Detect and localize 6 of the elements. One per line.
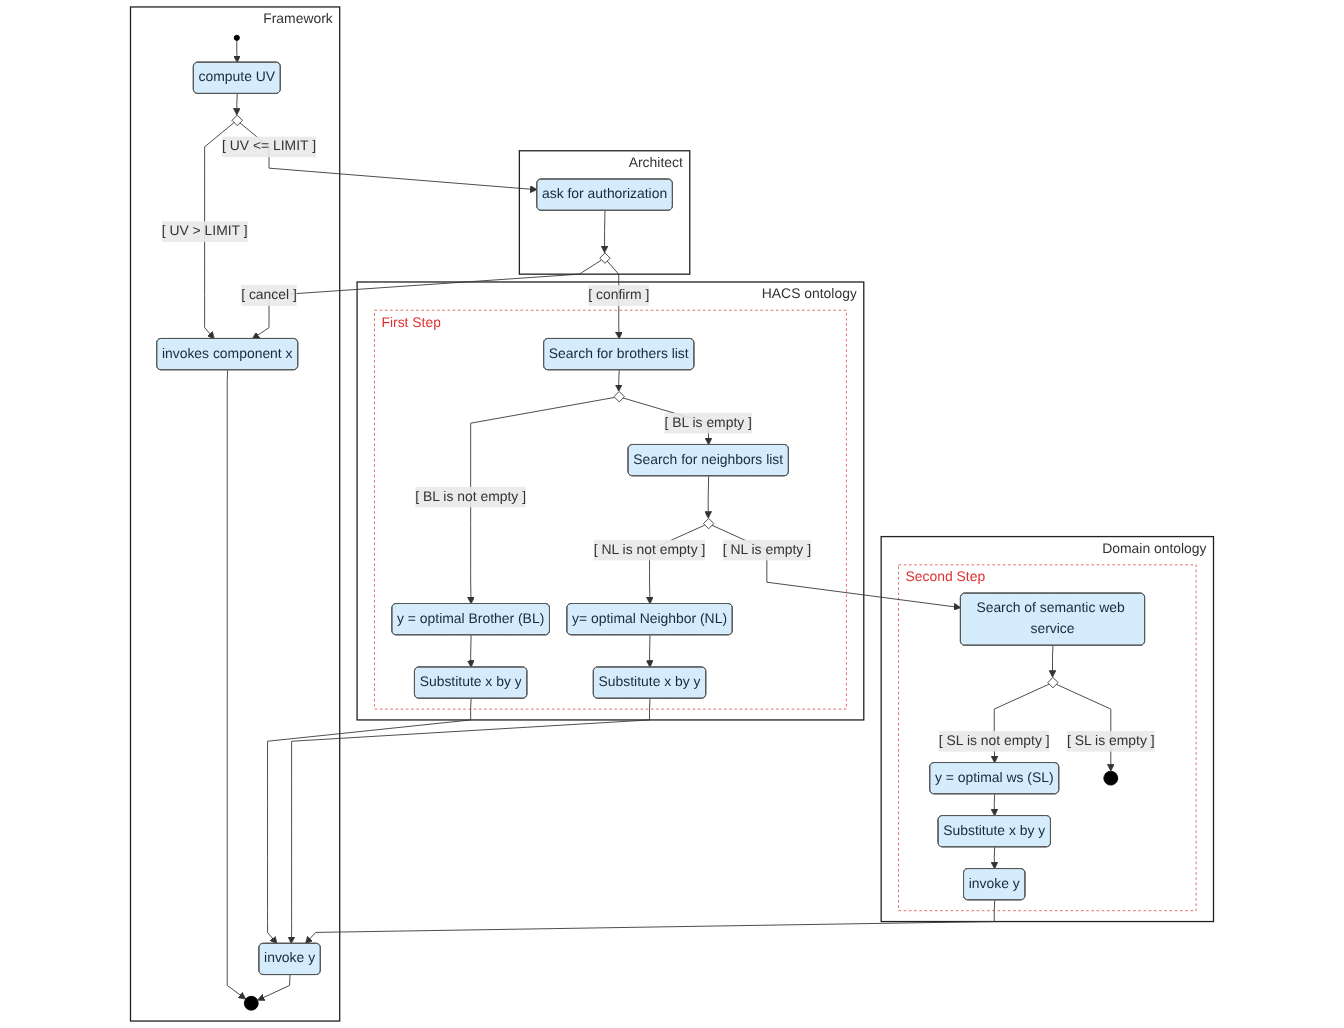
node-circle xyxy=(233,34,240,41)
node-diamond xyxy=(703,517,715,530)
node-diamond xyxy=(1047,676,1059,689)
node-diamond xyxy=(599,252,611,264)
node-diamond xyxy=(613,391,625,403)
node-diamond xyxy=(231,114,243,126)
